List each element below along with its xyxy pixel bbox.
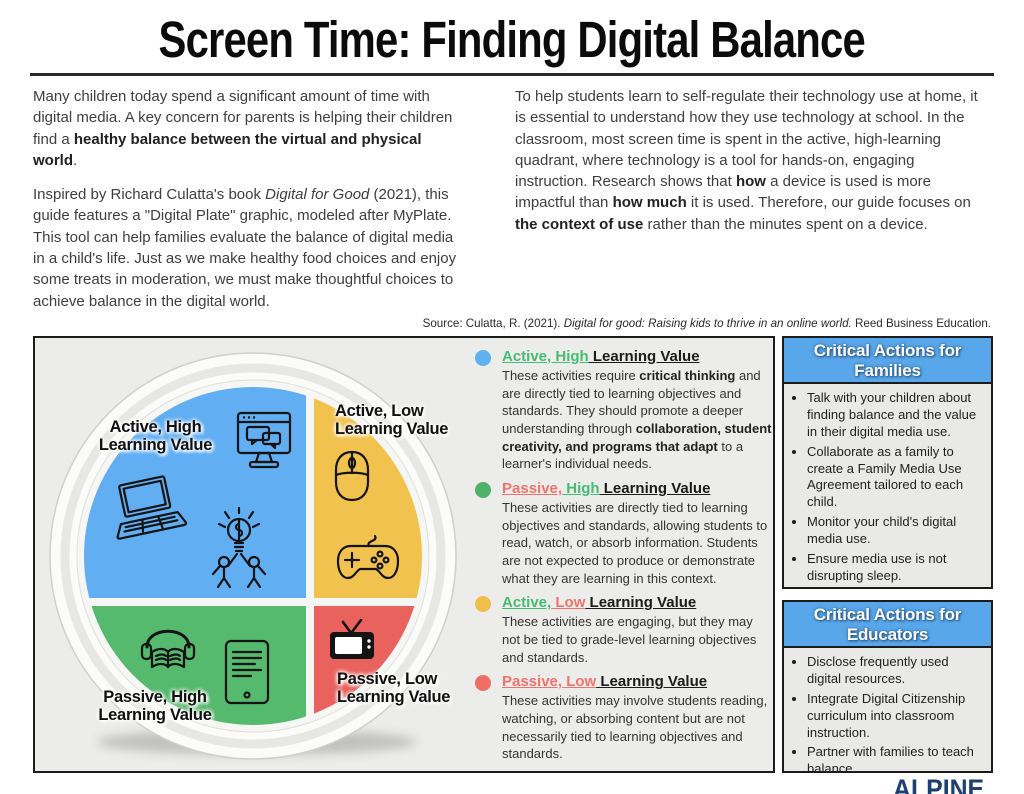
- sidebar: Critical Actions for Families Talk with …: [782, 335, 993, 773]
- families-box: Critical Actions for Families Talk with …: [782, 335, 993, 589]
- legend-body: These activities are engaging, but they …: [502, 614, 757, 665]
- alpine-school-district-logo: ALPINE SCHOOL DISTRICT: [885, 773, 992, 794]
- legend-body: These activities require critical thinki…: [502, 367, 772, 472]
- title-divider: [30, 73, 994, 76]
- label-active-low: Active, Low Learning Value: [335, 401, 449, 439]
- intro-paragraph: Inspired by Richard Culatta's book Digit…: [33, 186, 457, 310]
- bullet-item: Talk with your children about finding ba…: [807, 390, 986, 441]
- bullet-item: Partner with families to teach balance.: [807, 744, 986, 771]
- intro-paragraph: Many children today spend a significant …: [33, 88, 453, 169]
- families-body: Talk with your children about finding ba…: [784, 384, 991, 587]
- tv-icon: [330, 618, 374, 659]
- quadrant-legend: Active, High Learning Value These activi…: [475, 348, 773, 770]
- page-title-text: Screen Time: Finding Digital Balance: [158, 11, 866, 68]
- collaboration-lightbulb-icon: [211, 506, 267, 588]
- mouse-icon: [334, 450, 370, 502]
- main-content-row: Active, High Learning Value Active, Low …: [0, 335, 1024, 773]
- intro-paragraph: To help students learn to self-regulate …: [515, 88, 978, 233]
- legend-dot-red: [475, 675, 491, 692]
- digital-plate-panel: Active, High Learning Value Active, Low …: [33, 335, 775, 773]
- footer: ALPINE SCHOOL DISTRICT: [0, 773, 1024, 794]
- legend-body: These activities may involve students re…: [502, 693, 768, 762]
- game-controller-icon: [336, 534, 400, 580]
- families-bullet-list: Talk with your children about finding ba…: [786, 390, 986, 585]
- intro-right-column: To help students learn to self-regulate …: [515, 86, 991, 325]
- bullet-item: Ensure media use is not disrupting sleep…: [807, 551, 986, 585]
- legend-heading: Active, High Learning Value: [502, 347, 700, 365]
- legend-dot-green: [475, 482, 491, 498]
- legend-heading: Passive, High Learning Value: [502, 480, 711, 497]
- legend-dot-yellow: [475, 596, 491, 613]
- educators-bullet-list: Disclose frequently used digital resourc…: [786, 654, 986, 771]
- label-passive-low: Passive, Low Learning Value: [337, 669, 451, 707]
- legend-heading: Active, Low Learning Value: [502, 594, 697, 612]
- bullet-item: Disclose frequently used digital resourc…: [807, 654, 986, 688]
- bullet-item: Collaborate as a family to create a Fami…: [807, 444, 986, 512]
- educators-box: Critical Actions for Educators Disclose …: [782, 599, 993, 773]
- label-passive-high: Passive, High Learning Value: [98, 687, 212, 725]
- plate-rim-ring: [60, 363, 446, 749]
- bullet-item: Integrate Digital Citizenship curriculum…: [807, 691, 986, 742]
- legend-body: These activities are directly tied to le…: [502, 500, 768, 586]
- legend-heading: Passive, Low Learning Value: [502, 673, 708, 691]
- logo-name: ALPINE: [892, 773, 984, 794]
- intro-left-column: Many children today spend a significant …: [33, 86, 469, 325]
- bullet-item: Monitor your child's digital media use.: [807, 514, 986, 548]
- page-title: Screen Time: Finding Digital Balance: [0, 12, 1024, 68]
- legend-item-active-low: Active, Low Learning Value These activit…: [475, 594, 773, 666]
- legend-dot-blue: [475, 349, 491, 366]
- intro-section: Many children today spend a significant …: [0, 86, 1024, 325]
- educators-header: Critical Actions for Educators: [784, 601, 991, 648]
- legend-item-passive-high: Passive, High Learning Value These activ…: [475, 480, 773, 587]
- educators-body: Disclose frequently used digital resourc…: [784, 648, 991, 771]
- monitor-chat-icon: [236, 411, 292, 469]
- legend-item-passive-low: Passive, Low Learning Value These activi…: [475, 673, 773, 763]
- ereader-icon: [224, 639, 270, 705]
- audiobook-icon: [140, 629, 196, 669]
- source-citation: Source: Culatta, R. (2021). Digital for …: [422, 316, 991, 330]
- label-active-high: Active, High Learning Value: [98, 417, 213, 455]
- families-header: Critical Actions for Families: [784, 337, 991, 384]
- legend-item-active-high: Active, High Learning Value These activi…: [475, 348, 773, 473]
- laptop-icon: [116, 475, 188, 540]
